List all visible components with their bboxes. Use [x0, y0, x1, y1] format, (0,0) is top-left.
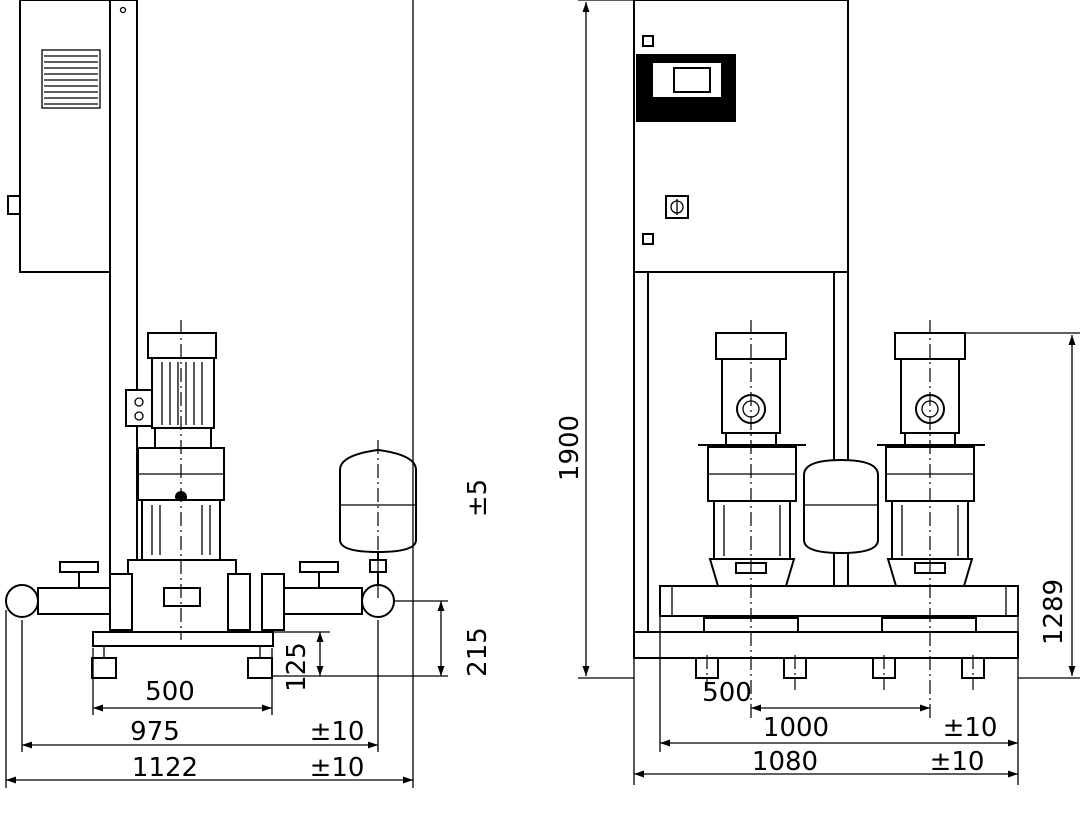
main-switch-icon [665, 195, 689, 219]
side-view: 500 975 ±10 1122 ±10 125 215 ±5 [5, 0, 493, 788]
dim-label-215: 215 [463, 627, 493, 677]
dim-label-125: 125 [282, 642, 312, 692]
front-pump-1 [698, 332, 806, 587]
valve-handle-icon [59, 561, 99, 588]
dim-tolerance-5: ±5 [463, 479, 493, 517]
dim-label-500-front: 500 [702, 678, 752, 708]
front-pressure-vessel [803, 458, 879, 555]
dim-tolerance-1080: ±10 [930, 747, 985, 777]
front-dimensions [578, 0, 1080, 785]
dim-tolerance-1000: ±10 [943, 713, 998, 743]
front-baseframe [633, 585, 1019, 679]
side-control-cabinet [7, 0, 138, 586]
side-dimensions [5, 0, 448, 788]
dim-label-975: 975 [130, 717, 180, 747]
dim-label-1289: 1289 [1039, 579, 1069, 645]
front-pump-2 [877, 332, 985, 587]
ventilation-grille-icon [41, 49, 101, 109]
dim-label-1080: 1080 [752, 747, 818, 777]
dim-label-1122: 1122 [132, 753, 198, 783]
dim-tolerance-975: ±10 [310, 717, 365, 747]
valve-handle-icon [299, 561, 339, 588]
dim-label-1900: 1900 [555, 415, 585, 481]
side-baseframe [91, 631, 274, 679]
front-view: 1900 1289 500 1000 ±10 1080 ±10 [555, 0, 1080, 785]
front-control-cabinet [633, 0, 849, 632]
dim-label-1000: 1000 [763, 713, 829, 743]
side-manifold [5, 561, 395, 631]
dim-label-500-side: 500 [145, 677, 195, 707]
dim-tolerance-1122: ±10 [310, 753, 365, 783]
